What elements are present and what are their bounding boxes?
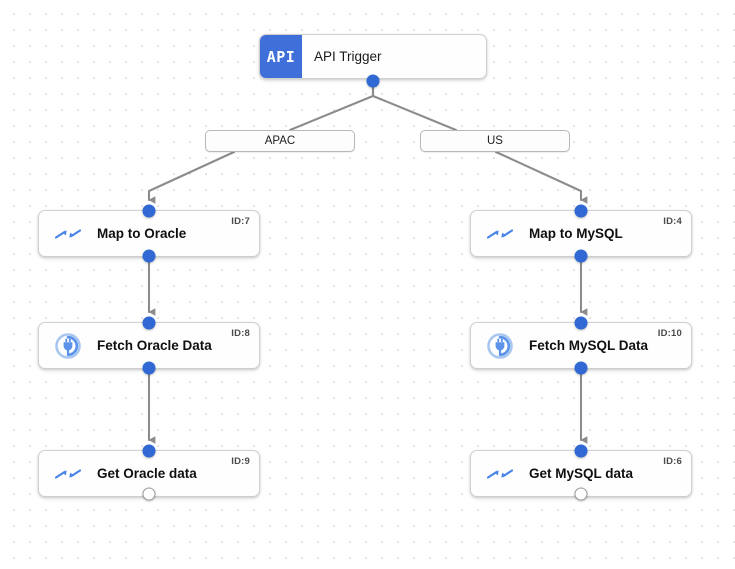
node-id-badge: ID:7 bbox=[231, 216, 250, 227]
port-get-mysql-data-out[interactable] bbox=[574, 487, 588, 501]
node-label: Get Oracle data bbox=[97, 466, 197, 481]
node-title: API Trigger bbox=[314, 49, 382, 64]
map-arrows-icon bbox=[483, 217, 517, 251]
port-get-mysql-data-in[interactable] bbox=[574, 444, 588, 458]
node-id-badge: ID:6 bbox=[663, 456, 682, 467]
edge-apac-to-map-oracle bbox=[147, 150, 236, 204]
map-arrows-icon bbox=[483, 457, 517, 491]
port-map-to-mysql-in[interactable] bbox=[574, 204, 588, 218]
port-fetch-mysql-data-out[interactable] bbox=[574, 361, 588, 375]
node-id-badge: ID:10 bbox=[657, 328, 682, 339]
node-label: Fetch MySQL Data bbox=[529, 338, 649, 353]
branch-label-text: US bbox=[487, 135, 503, 147]
node-api-trigger[interactable]: API API Trigger bbox=[259, 34, 487, 79]
database-plug-icon bbox=[483, 329, 517, 363]
node-label: Fetch Oracle Data bbox=[97, 338, 212, 353]
port-fetch-mysql-data-in[interactable] bbox=[574, 316, 588, 330]
edge-trigger-to-us bbox=[371, 79, 458, 132]
node-label: Map to Oracle bbox=[97, 226, 187, 241]
node-map-to-mysql[interactable]: Map to MySQL ID:4 bbox=[470, 210, 692, 257]
port-map-to-oracle-in[interactable] bbox=[142, 204, 156, 218]
port-fetch-oracle-data-in[interactable] bbox=[142, 316, 156, 330]
map-arrows-icon bbox=[51, 457, 85, 491]
port-fetch-oracle-data-out[interactable] bbox=[142, 361, 156, 375]
node-label: Get MySQL data bbox=[529, 466, 634, 481]
node-id-badge: ID:9 bbox=[231, 456, 250, 467]
node-id-badge: ID:4 bbox=[663, 216, 682, 227]
node-id-badge: ID:8 bbox=[231, 328, 250, 339]
branch-label-text: APAC bbox=[264, 135, 296, 147]
edge-us-to-map-mysql bbox=[494, 150, 588, 204]
node-label: Map to MySQL bbox=[529, 226, 623, 241]
port-map-to-oracle-out[interactable] bbox=[142, 249, 156, 263]
database-plug-icon bbox=[51, 329, 85, 363]
branch-label-apac[interactable]: APAC bbox=[205, 130, 355, 152]
map-arrows-icon bbox=[51, 217, 85, 251]
edge-trigger-to-apac bbox=[288, 79, 375, 132]
port-get-oracle-data-out[interactable] bbox=[142, 487, 156, 501]
api-badge-icon: API bbox=[260, 35, 302, 78]
port-map-to-mysql-out[interactable] bbox=[574, 249, 588, 263]
node-fetch-mysql-data[interactable]: Fetch MySQL Data ID:10 bbox=[470, 322, 692, 369]
branch-label-us[interactable]: US bbox=[420, 130, 570, 152]
port-get-oracle-data-in[interactable] bbox=[142, 444, 156, 458]
port-api-trigger-out[interactable] bbox=[366, 74, 380, 88]
